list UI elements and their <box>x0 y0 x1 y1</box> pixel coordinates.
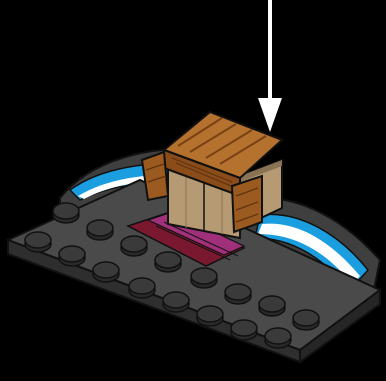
stud <box>87 220 113 240</box>
stud <box>265 328 291 348</box>
stud <box>53 203 79 223</box>
stud <box>197 306 223 326</box>
stud <box>93 262 119 282</box>
stud <box>191 268 217 288</box>
stud <box>225 284 251 304</box>
callout-arrow-icon <box>258 0 282 132</box>
stud <box>259 296 285 316</box>
wooden-front-brick <box>232 176 262 232</box>
stud <box>59 246 85 266</box>
stud <box>231 320 257 340</box>
stud <box>163 292 189 312</box>
stud <box>129 278 155 298</box>
stud <box>25 232 51 252</box>
stud <box>155 252 181 272</box>
stud <box>121 236 147 256</box>
stud <box>293 310 319 330</box>
